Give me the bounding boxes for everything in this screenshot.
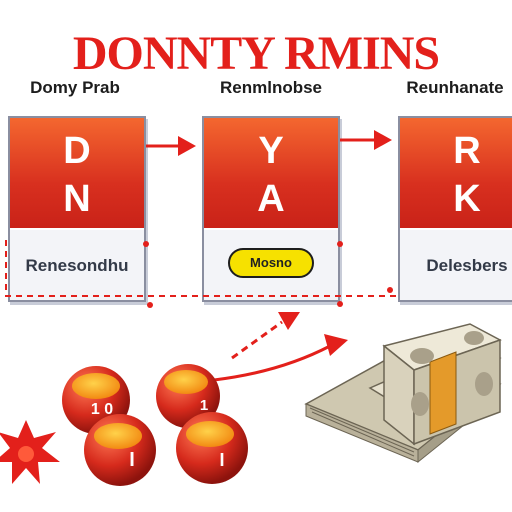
step-3-card-footer: Delesbers bbox=[400, 230, 512, 300]
step-2-card-footer: Mosno bbox=[204, 230, 338, 300]
arrow-card2-to-card3 bbox=[340, 130, 392, 150]
dice-ball-2: 1 bbox=[156, 364, 220, 428]
step-2-card: Y A Mosno bbox=[202, 116, 340, 302]
money-stack-icon bbox=[304, 323, 502, 464]
step-2-card-header: Y A bbox=[204, 118, 338, 228]
step-1-card-header: D N bbox=[10, 118, 144, 228]
dice-ball-2-text: 1 bbox=[200, 397, 208, 414]
step-3-card: R K Delesbers bbox=[398, 116, 512, 302]
step-2-letter-bottom: A bbox=[257, 178, 285, 220]
step-3-letter-top: R bbox=[453, 130, 481, 172]
step-1-card: D N Renesondhu bbox=[8, 116, 146, 302]
connector-dot bbox=[337, 241, 343, 247]
step-3-caption: Delesbers bbox=[426, 256, 508, 275]
dice-ball-4-text: I bbox=[219, 450, 224, 470]
step-1-letter-top: D bbox=[63, 130, 91, 172]
step-3-card-header: R K bbox=[400, 118, 512, 228]
connector-dot bbox=[387, 287, 393, 293]
bracket-line bbox=[5, 240, 396, 297]
step-1-letter-bottom: N bbox=[63, 178, 91, 220]
dice-ball-3: I bbox=[84, 414, 156, 486]
step-1-card-footer: Renesondhu bbox=[10, 230, 144, 300]
connector-dot bbox=[147, 302, 153, 308]
step-3-letter-bottom: K bbox=[453, 178, 481, 220]
step-2-letter-top: Y bbox=[258, 130, 284, 172]
arrow-card1-to-card2 bbox=[146, 136, 196, 156]
connector-dot bbox=[337, 301, 343, 307]
step-3-label: Reunhanate bbox=[406, 78, 504, 97]
diagram-title: DONNTY RMINS bbox=[72, 27, 440, 80]
dashed-arrow-up bbox=[231, 312, 300, 360]
dice-ball-4: I bbox=[176, 412, 248, 484]
step-1-caption: Renesondhu bbox=[25, 256, 129, 275]
dice-ball-1-text: 1 0 bbox=[91, 401, 113, 418]
dice-ball-3-text: I bbox=[129, 449, 135, 471]
step-1-label: Domy Prab bbox=[30, 78, 120, 97]
step-2-label: Renmlnobse bbox=[219, 78, 323, 97]
connector-dot bbox=[143, 241, 149, 247]
arrow-to-money bbox=[213, 334, 348, 382]
step-2-badge: Mosno bbox=[228, 248, 314, 278]
